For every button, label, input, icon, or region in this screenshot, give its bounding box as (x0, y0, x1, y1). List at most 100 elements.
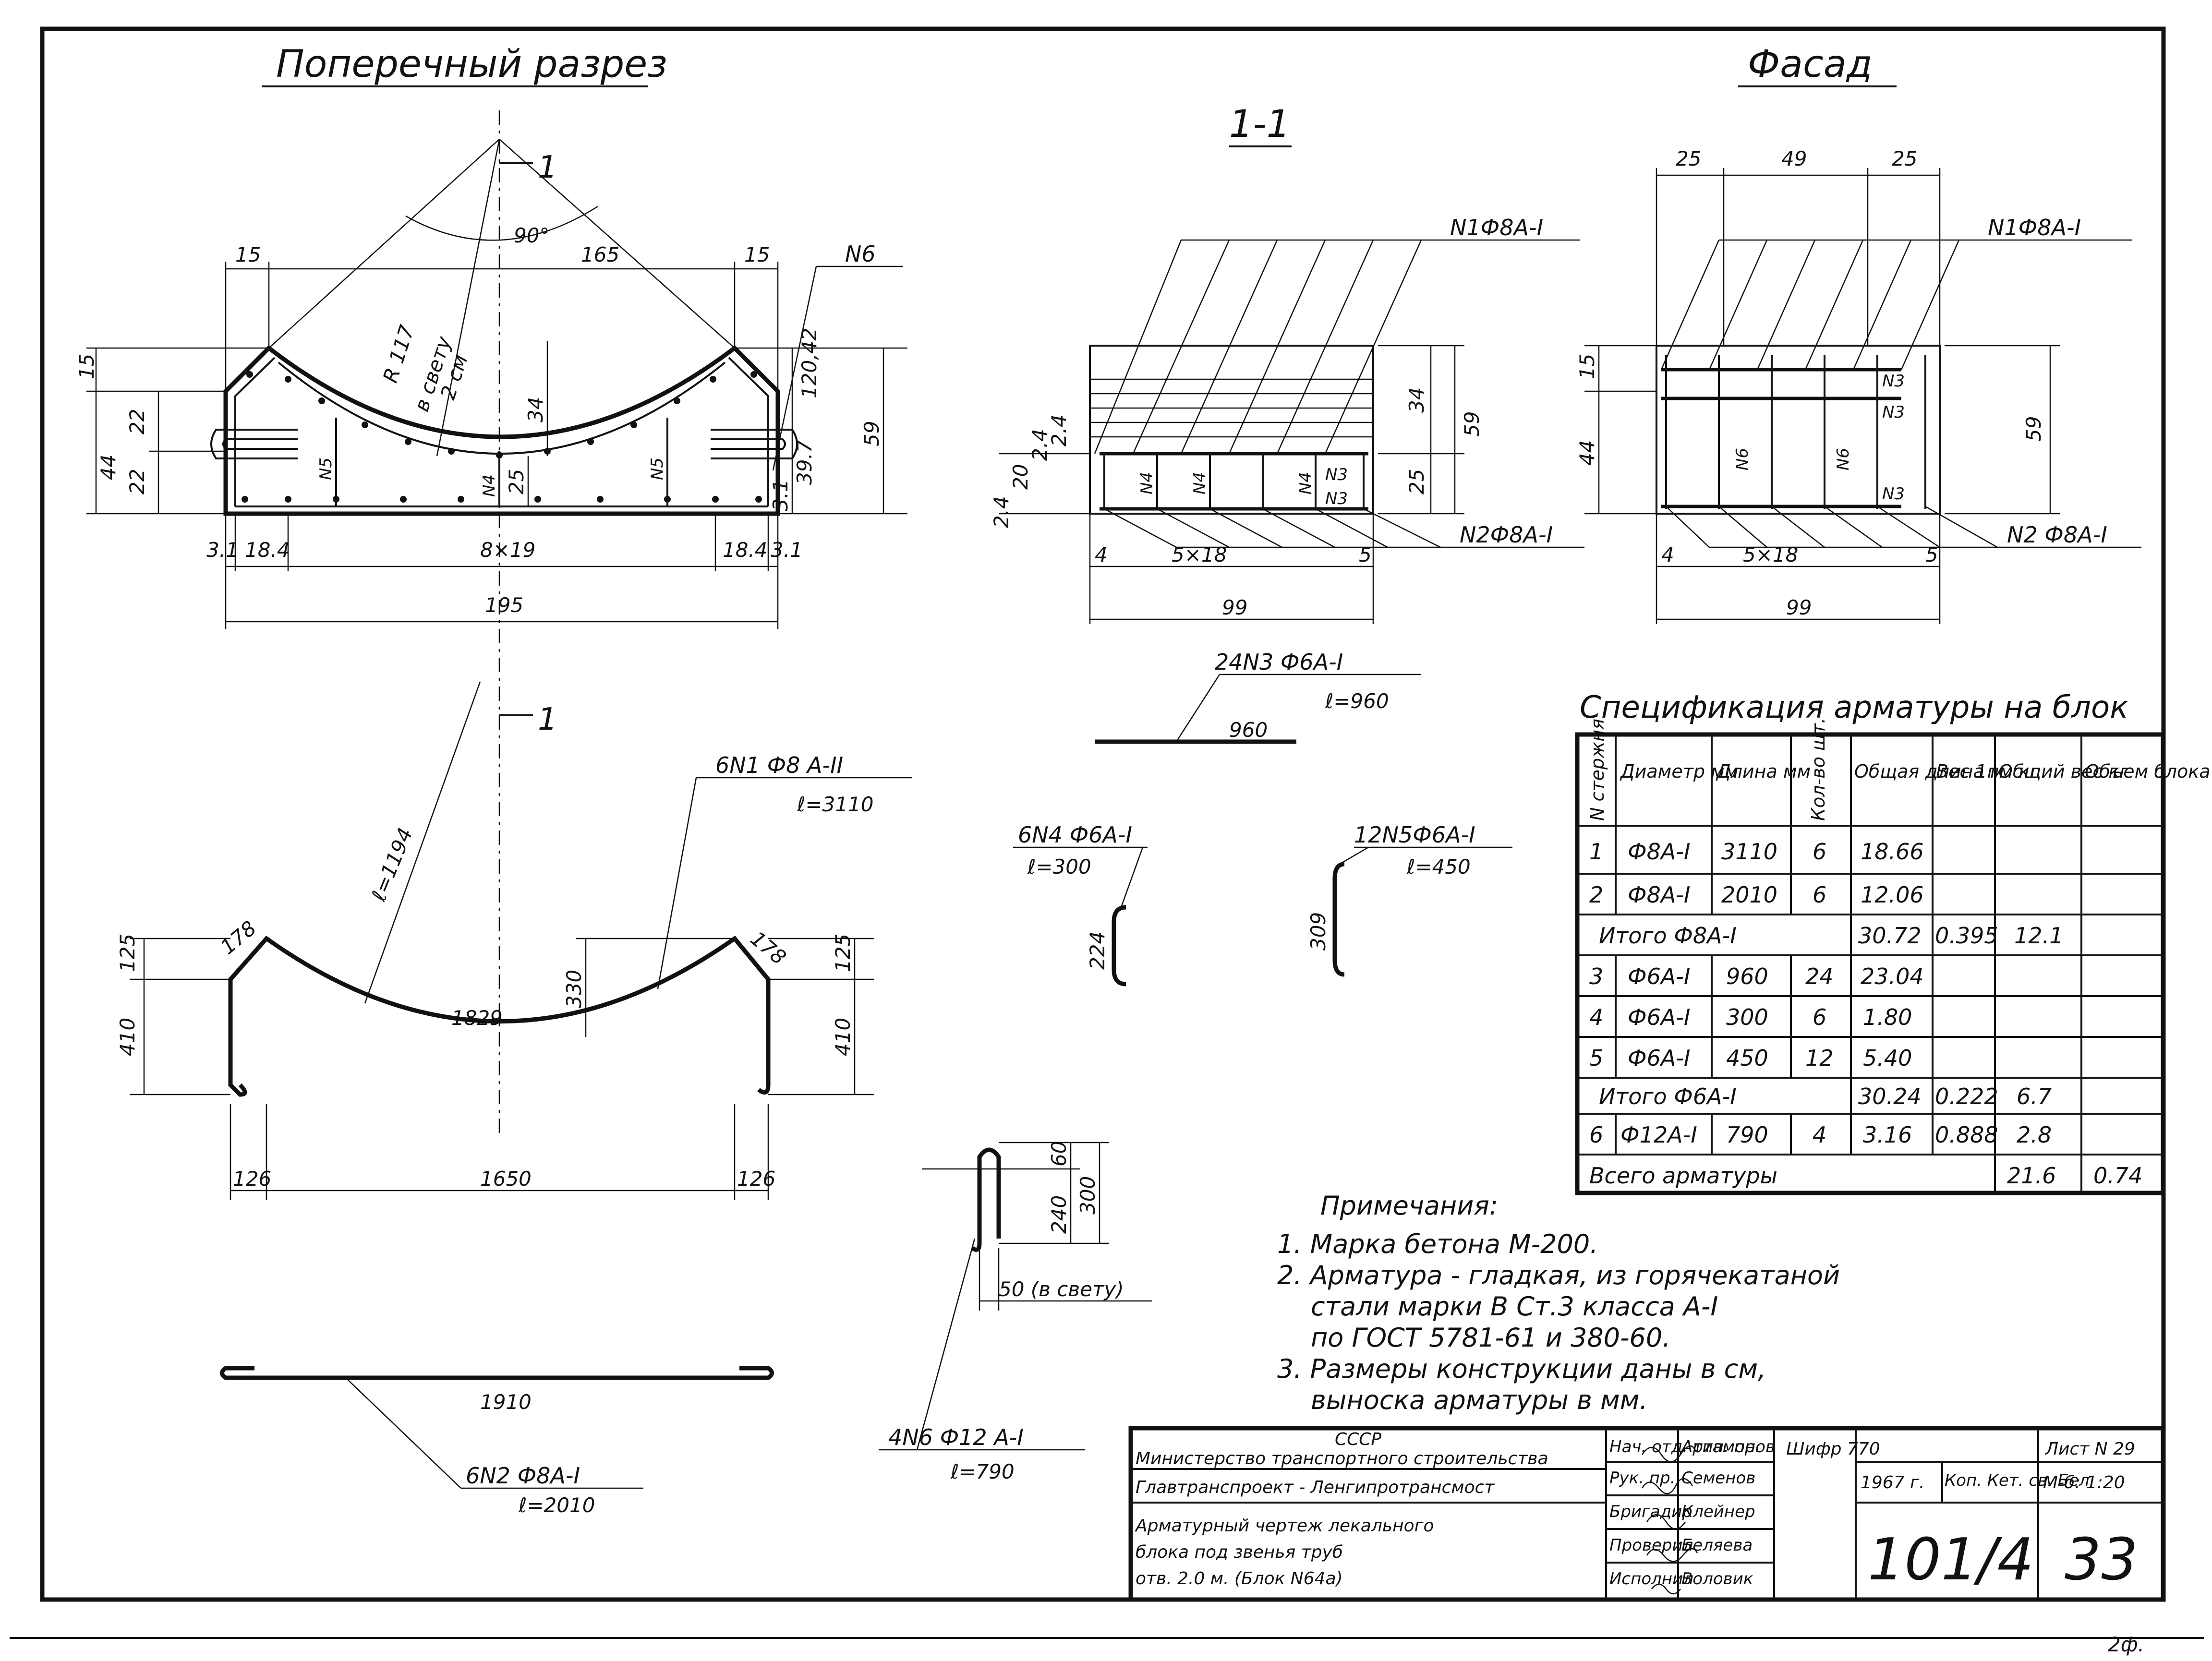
section-leaders-n1 (1094, 239, 1580, 454)
radius-line (436, 139, 500, 457)
section-dim-34: 34 (1405, 387, 1428, 413)
spec-cell: Ф12А-I (1620, 1122, 1697, 1148)
stamp-desc-3: отв. 2.0 м. (Блок N64а) (1136, 1569, 1343, 1589)
bar-2-detail: 1910 6N2 Ф8А-I ℓ=2010 (220, 1366, 774, 1517)
dim-165: 165 (581, 243, 619, 266)
bar-1-label: 6N1 Ф8 А-II (715, 752, 843, 778)
cross-section-dimensions (86, 262, 907, 629)
spec-cell: 12.06 (1861, 882, 1924, 908)
signature-2 (1641, 1478, 1693, 1494)
spec-row-3: 3 Ф6А-I 960 24 23.04 (1589, 963, 1924, 989)
signature-1 (1641, 1445, 1696, 1463)
section-dim-24-b: 2.4 (1028, 429, 1052, 461)
spec-row-2: 2 Ф8А-I 2010 6 12.06 (1589, 882, 1924, 908)
spec-header-1: Диаметр мм (1620, 761, 1738, 782)
section-dim-99: 99 (1222, 596, 1247, 619)
spec-header-7: Объем блока м³ (2085, 761, 2212, 782)
facade-mark-n3-b: N3 (1882, 403, 1905, 422)
spec-cell: 2.8 (2017, 1122, 2052, 1148)
section-dim-24-c: 2.4 (1047, 414, 1071, 446)
section-mark-n4-c: N4 (1296, 472, 1315, 494)
section-leaders-n2 (1104, 508, 1584, 548)
note-line-6: выноска арматуры в мм. (1311, 1385, 1648, 1415)
stamp-name-4: Беляева (1681, 1536, 1753, 1555)
bar-5-dim: 309 (1306, 912, 1330, 951)
spec-cell: 450 (1726, 1045, 1768, 1071)
spec-cell: Ф6А-I (1628, 963, 1691, 989)
bar-1-dim-126-right: 126 (737, 1167, 775, 1191)
signature-5 (1651, 1583, 1681, 1595)
spec-grand-label: Всего арматуры (1589, 1163, 1777, 1189)
dim-59: 59 (860, 421, 883, 446)
spec-row-total-8: Итого Ф8А-I 30.72 0.395 12.1 (1599, 923, 2063, 949)
stamp-name-2: Семенов (1681, 1468, 1755, 1488)
stamp-desc-1: Арматурный чертеж лекального (1135, 1516, 1434, 1536)
bar-4-shape (1112, 905, 1126, 987)
bar-1-dim-410-left: 410 (116, 1018, 139, 1056)
angle-ray-left (268, 139, 500, 349)
spec-cell: 3 (1589, 963, 1603, 989)
bar-5-shape (1332, 862, 1345, 977)
spec-cell: 5 (1589, 1045, 1603, 1071)
bar-1-dim-1650: 1650 (480, 1167, 532, 1191)
facade-mark-n6-a: N6 (1733, 448, 1752, 470)
facade-leaders-n1 (1660, 239, 2132, 370)
section-label-n2: N2Ф8А-I (1460, 522, 1553, 548)
section-1-1-view: 1-1 N1Ф8А-I (990, 103, 1584, 624)
stamp-name-5: Воловик (1681, 1569, 1753, 1589)
spec-row-5: 5 Ф6А-I 450 12 5.40 (1589, 1045, 1912, 1071)
inner-side-left (234, 357, 276, 506)
spec-row-6: 6 Ф12А-I 790 4 3.16 0.888 2.8 (1589, 1122, 2052, 1148)
spec-cell: 18.66 (1861, 839, 1924, 865)
notes-title: Примечания: (1320, 1191, 1498, 1221)
inner-arc-bar (278, 361, 726, 455)
section-mark-top-label: 1 (538, 150, 557, 185)
section-dim-5x18: 5×18 (1172, 543, 1227, 566)
section-dim-20: 20 (1009, 464, 1032, 490)
dim-12042: 120,42 (798, 328, 821, 398)
bar-2-shape (220, 1366, 774, 1380)
spec-header-3: Кол-во шт. (1808, 718, 1829, 821)
stamp-org-2: Министерство транспортного строительства (1136, 1449, 1548, 1468)
inner-side-right (728, 357, 769, 506)
spec-cell: 3110 (1721, 839, 1777, 865)
dim-31-right: 3.1 (771, 538, 803, 562)
spec-cell: 960 (1726, 963, 1768, 989)
bar-6-dim-240: 240 (1047, 1195, 1071, 1234)
dim-195: 195 (485, 593, 523, 617)
spec-header-2: Длина мм (1716, 761, 1811, 782)
dim-31-left: 3.1 (206, 538, 239, 562)
stamp-sheet: Лист N 29 (2044, 1439, 2135, 1459)
spec-row-4: 4 Ф6А-I 300 6 1.80 (1589, 1004, 1912, 1030)
note-line-5: 3. Размеры конструкции даны в см, (1277, 1354, 1766, 1384)
mark-n6: N6 (845, 241, 876, 267)
bar-1-dim-126-left: 126 (233, 1167, 271, 1191)
spec-cell: 23.04 (1861, 963, 1924, 989)
bar-4-label: 6N4 Ф6А-I (1018, 822, 1132, 848)
bar-1-dim-330: 330 (562, 970, 586, 1008)
spec-title: Спецификация арматуры на блок (1580, 690, 2128, 725)
facade-dim-59: 59 (2022, 416, 2045, 442)
section-1-1-title: 1-1 (1229, 103, 1290, 146)
spec-cell: Ф8А-I (1628, 882, 1691, 908)
spec-row-1: 1 Ф8А-I 3110 6 18.66 (1589, 839, 1924, 865)
note-line-1: 1. Марка бетона М-200. (1277, 1229, 1598, 1259)
dim-22-top: 22 (125, 409, 149, 434)
facade-leaders-n2 (1666, 506, 2141, 548)
bar-3-detail: 24N3 Ф6А-I ℓ=960 960 (1095, 649, 1421, 744)
spec-header-0: N стержня (1587, 719, 1608, 821)
stamp-org-1: СССР (1335, 1430, 1381, 1449)
facade-dim-4: 4 (1661, 543, 1674, 566)
bar-2-label: 6N2 Ф8А-I (466, 1463, 580, 1489)
spec-cell: 6 (1813, 882, 1826, 908)
spec-header-6: Общий вес кг (1998, 761, 2129, 782)
dim-184-right: 18.4 (723, 538, 768, 562)
bar-6-detail: 60 240 300 50 (в свету) 4N6 Ф12 А-I ℓ=79… (879, 1141, 1152, 1483)
stamp-role-4: Проверил (1609, 1536, 1693, 1555)
bar-2-length: ℓ=2010 (518, 1493, 595, 1517)
stamp-number: 101/4 (1868, 1527, 2034, 1593)
block-outline (223, 345, 780, 516)
spec-cell: 12 (1805, 1045, 1834, 1071)
lifting-loop-right (711, 429, 798, 459)
spec-cell: 300 (1726, 1004, 1768, 1030)
